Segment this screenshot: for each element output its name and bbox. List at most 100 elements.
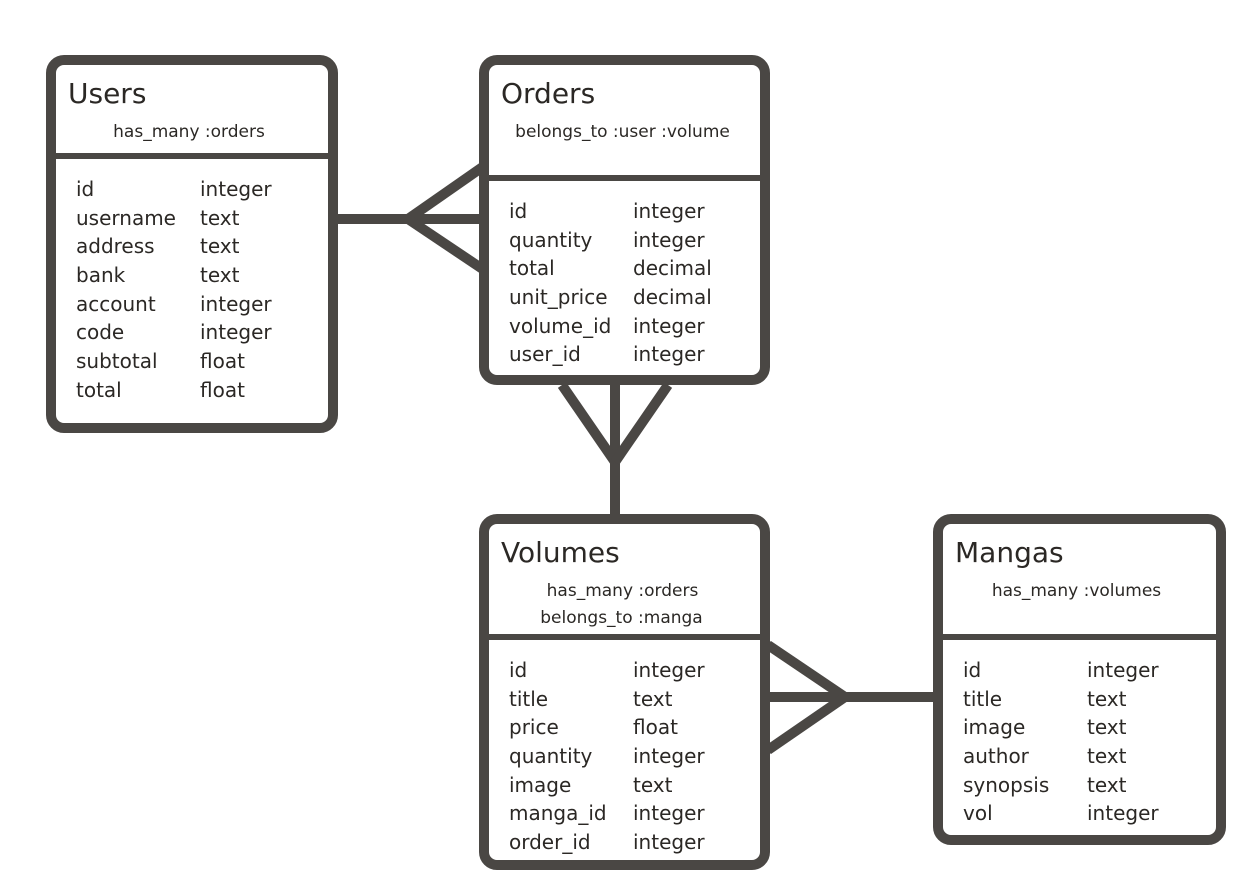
field-type: float bbox=[200, 349, 245, 374]
entity-users: Users has_many :orders id integer usernam… bbox=[46, 55, 338, 433]
field-type: text bbox=[1087, 772, 1127, 797]
field-list: id integer quantity integer total decimal u… bbox=[509, 197, 750, 369]
field-type: decimal bbox=[633, 285, 712, 310]
entity-title: Orders bbox=[501, 77, 596, 110]
field-name: id bbox=[963, 658, 982, 682]
field-type: decimal bbox=[633, 256, 712, 281]
field-type: integer bbox=[633, 199, 705, 223]
field-row: total float bbox=[76, 376, 318, 405]
field-name: title bbox=[509, 686, 549, 711]
entity-volumes: Volumes has_many :orders belongs_to :man… bbox=[479, 514, 770, 870]
field-type: text bbox=[1087, 715, 1127, 740]
field-name: account bbox=[76, 291, 156, 316]
association-label: belongs_to :user :volume bbox=[515, 122, 730, 142]
field-row: code integer bbox=[76, 318, 318, 347]
field-name: user_id bbox=[509, 342, 581, 367]
field-name: total bbox=[509, 256, 555, 281]
field-list: id integer username text address text bank t… bbox=[76, 175, 318, 405]
field-name: image bbox=[509, 772, 572, 797]
field-row: volume_id integer bbox=[509, 312, 750, 341]
field-row: id integer bbox=[963, 656, 1206, 685]
field-name: total bbox=[76, 377, 122, 402]
field-row: account integer bbox=[76, 290, 318, 319]
field-row: total decimal bbox=[509, 254, 750, 283]
field-row: image text bbox=[509, 771, 750, 800]
field-name: address bbox=[76, 234, 155, 259]
entity-header: Mangas has_many :volumes bbox=[943, 524, 1216, 634]
field-name: username bbox=[76, 205, 176, 230]
field-row: id integer bbox=[509, 197, 750, 226]
volumes-mangas-relationship bbox=[764, 640, 938, 755]
entity-title: Users bbox=[68, 77, 147, 110]
field-row: title text bbox=[509, 685, 750, 714]
field-type: integer bbox=[200, 291, 272, 316]
field-type: text bbox=[633, 772, 673, 797]
field-type: text bbox=[1087, 686, 1127, 711]
field-row: image text bbox=[963, 713, 1206, 742]
field-row: title text bbox=[963, 685, 1206, 714]
field-name: manga_id bbox=[509, 801, 607, 826]
field-row: id integer bbox=[76, 175, 318, 204]
entity-header: Orders belongs_to :user :volume bbox=[489, 65, 760, 175]
field-name: title bbox=[963, 686, 1003, 711]
field-name: bank bbox=[76, 263, 126, 288]
field-row: vol integer bbox=[963, 799, 1206, 828]
field-name: volume_id bbox=[509, 313, 612, 338]
field-name: id bbox=[76, 177, 95, 201]
entity-title: Mangas bbox=[955, 536, 1064, 569]
field-name: id bbox=[509, 658, 528, 682]
field-name: code bbox=[76, 320, 125, 345]
field-type: text bbox=[200, 234, 240, 259]
field-list: id integer title text image text author text… bbox=[963, 656, 1206, 828]
field-type: float bbox=[200, 377, 245, 402]
header-divider bbox=[943, 634, 1216, 640]
field-row: price float bbox=[509, 713, 750, 742]
field-type: integer bbox=[633, 744, 705, 769]
field-name: order_id bbox=[509, 830, 591, 855]
field-name: subtotal bbox=[76, 349, 158, 374]
field-type: integer bbox=[1087, 658, 1159, 682]
field-type: integer bbox=[200, 320, 272, 345]
association-label: has_many :orders bbox=[546, 581, 699, 601]
entity-title: Volumes bbox=[501, 536, 620, 569]
association-label: belongs_to :manga bbox=[540, 608, 703, 628]
field-name: synopsis bbox=[963, 772, 1050, 797]
entity-header: Users has_many :orders bbox=[56, 65, 328, 153]
entity-mangas: Mangas has_many :volumes id integer title… bbox=[933, 514, 1226, 845]
field-name: price bbox=[509, 715, 559, 740]
field-type: text bbox=[633, 686, 673, 711]
field-type: integer bbox=[200, 177, 272, 201]
entity-orders: Orders belongs_to :user :volume id intege… bbox=[479, 55, 770, 385]
field-row: author text bbox=[963, 742, 1206, 771]
field-type: integer bbox=[633, 227, 705, 252]
field-type: text bbox=[200, 263, 240, 288]
field-type: text bbox=[1087, 744, 1127, 769]
field-type: float bbox=[633, 715, 678, 740]
field-row: address text bbox=[76, 232, 318, 261]
association-label: has_many :orders bbox=[113, 122, 265, 142]
users-orders-relationship bbox=[338, 161, 487, 275]
field-name: vol bbox=[963, 801, 993, 826]
field-row: synopsis text bbox=[963, 771, 1206, 800]
field-type: text bbox=[200, 205, 240, 230]
field-row: bank text bbox=[76, 261, 318, 290]
header-divider bbox=[489, 634, 760, 640]
field-type: integer bbox=[1087, 801, 1159, 826]
field-row: subtotal float bbox=[76, 347, 318, 376]
field-name: author bbox=[963, 744, 1029, 769]
header-divider bbox=[56, 153, 328, 159]
field-name: quantity bbox=[509, 227, 593, 252]
entity-header: Volumes has_many :orders belongs_to :man… bbox=[489, 524, 760, 634]
field-type: integer bbox=[633, 313, 705, 338]
field-name: id bbox=[509, 199, 528, 223]
field-row: quantity integer bbox=[509, 226, 750, 255]
field-name: image bbox=[963, 715, 1026, 740]
